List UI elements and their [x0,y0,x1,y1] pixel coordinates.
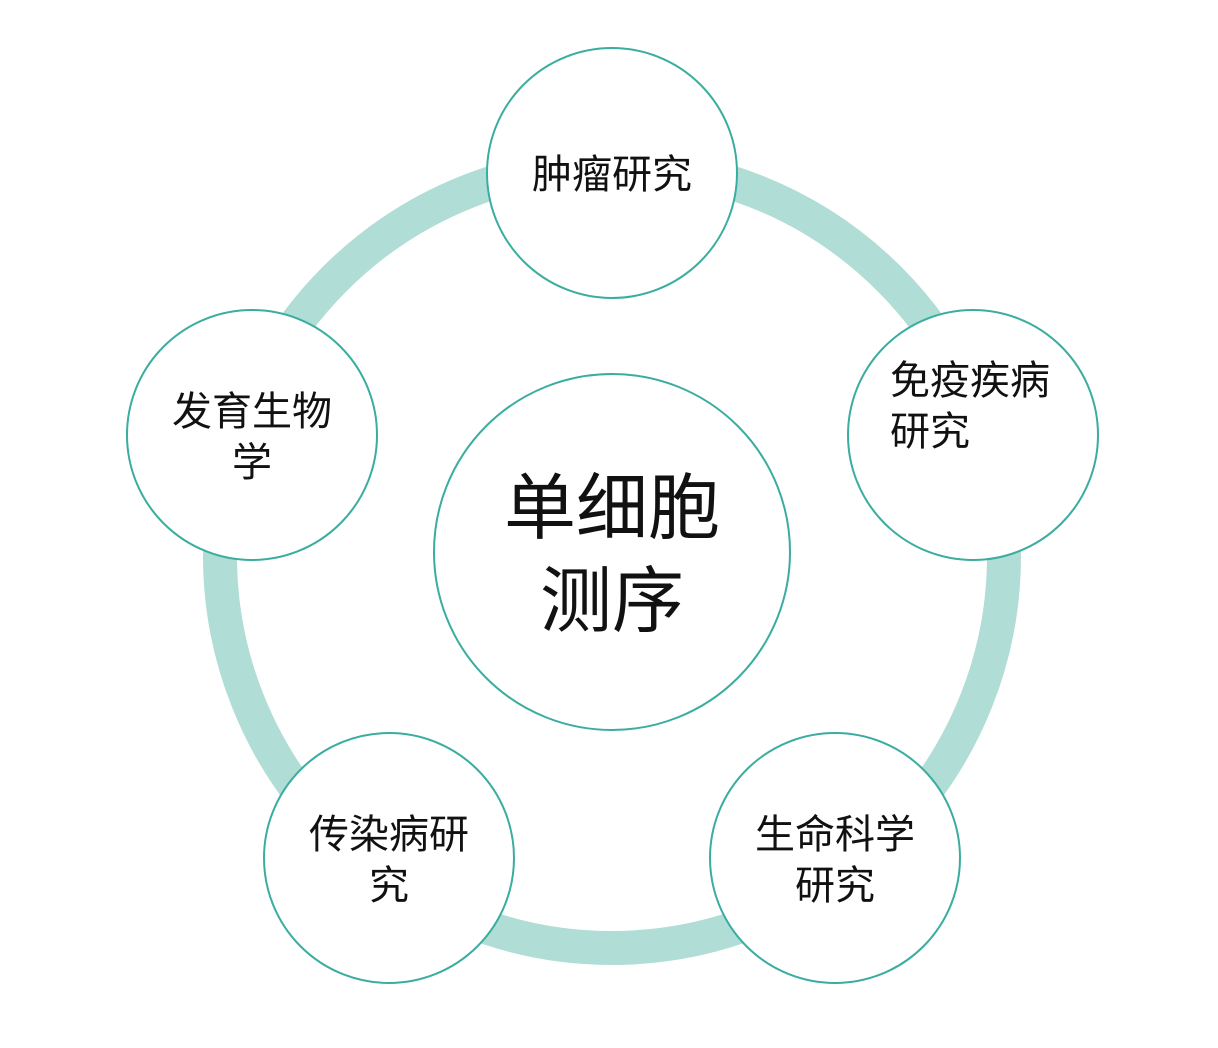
center-label-line-1: 单细胞 [504,466,720,550]
center-circle [433,373,791,731]
node-label-line-1: 传染病研 [309,812,469,858]
center-label-line-2: 测序 [540,559,684,643]
node-circle [263,732,515,984]
node-label-line-1: 免疫疾病 [890,358,1050,404]
node-developmental-biology: 发育生物 学 [126,309,378,561]
node-immune-disease-research: 免疫疾病 研究 [847,309,1099,561]
node-label-line-1: 生命科学 [755,812,915,858]
node-tumor-research: 肿瘤研究 [486,47,738,299]
center-hub: 单细胞 测序 [433,373,791,731]
node-label-line-1: 发育生物 [172,389,332,435]
node-label-line-2: 研究 [890,409,970,455]
node-circle [847,309,1099,561]
node-circle [486,47,738,299]
node-life-science-research: 生命科学 研究 [709,732,961,984]
node-label-line-1: 肿瘤研究 [532,152,692,198]
node-label-line-2: 学 [232,440,272,486]
node-infectious-disease-research: 传染病研 究 [263,732,515,984]
node-label-line-2: 究 [369,863,409,909]
node-label-line-2: 研究 [795,863,875,909]
node-circle [126,309,378,561]
node-circle [709,732,961,984]
